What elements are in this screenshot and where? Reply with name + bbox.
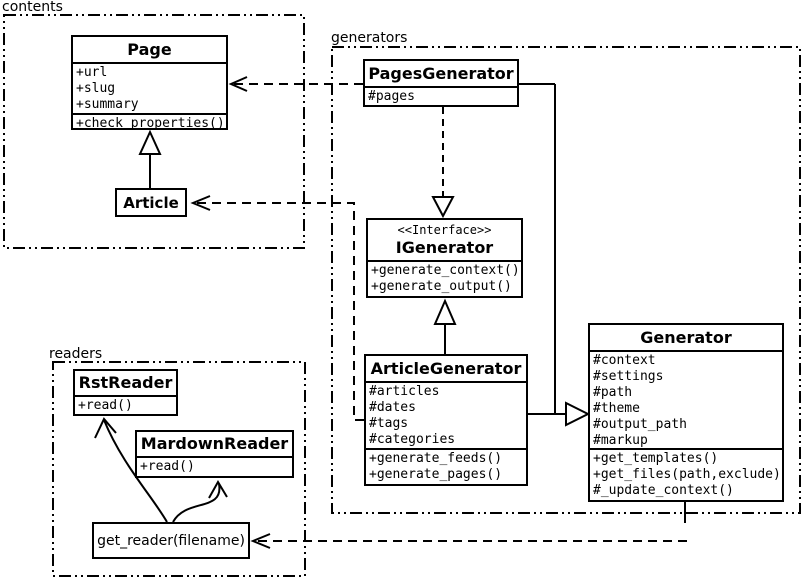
class-page-methods: +check_properties() xyxy=(73,113,226,128)
method: +read() xyxy=(140,459,195,474)
attribute: #pages xyxy=(368,89,415,104)
class-pagesgenerator: PagesGenerator #pages xyxy=(363,59,519,107)
attribute: #articles xyxy=(369,384,440,399)
generators-package-border xyxy=(331,46,801,514)
class-generator: Generator #context #settings #path #them… xyxy=(588,323,784,502)
class-page-attributes: +url +slug +summary xyxy=(73,62,226,113)
method: +read() xyxy=(78,398,133,413)
method: +generate_context() xyxy=(371,263,520,278)
get-reader-node: get_reader(filename) xyxy=(92,522,250,559)
class-rstreader-title: RstReader xyxy=(78,373,173,392)
class-page-title: Page xyxy=(127,39,172,59)
method: +get_files(path,exclude) xyxy=(593,467,781,482)
class-article-title: Article xyxy=(123,193,179,212)
class-mardownreader: MardownReader +read() xyxy=(135,430,294,478)
class-pagesgenerator-title: PagesGenerator xyxy=(368,63,514,83)
arrow-pagesgenerator-implements-igenerator xyxy=(431,107,455,219)
arrow-articlegenerator-uses-article xyxy=(190,195,364,421)
attribute: #output_path xyxy=(593,417,687,432)
method: +generate_pages() xyxy=(369,467,503,482)
arrow-generators-extend-generator xyxy=(519,83,591,427)
attribute: +url xyxy=(76,65,108,80)
class-rstreader: RstReader +read() xyxy=(73,369,178,416)
method: #_update_context() xyxy=(593,483,734,498)
class-article: Article xyxy=(115,188,187,217)
class-mardownreader-methods: +read() xyxy=(137,456,292,476)
attribute: +summary xyxy=(76,97,139,112)
readers-package-border xyxy=(52,361,306,577)
attribute: #markup xyxy=(593,433,648,448)
contents-package-label: contents xyxy=(2,0,63,15)
class-articlegenerator: ArticleGenerator #articles #dates #tags … xyxy=(364,354,528,486)
class-igenerator-stereotype: <<Interface>> xyxy=(397,223,492,237)
arrow-getreader-to-mardownreader xyxy=(172,480,228,523)
generators-package-label: generators xyxy=(331,30,408,46)
attribute: #context xyxy=(593,353,656,368)
attribute: #settings xyxy=(593,369,664,384)
class-articlegenerator-methods: +generate_feeds() +generate_pages() xyxy=(366,448,526,484)
readers-package-label: readers xyxy=(49,346,103,362)
method: +get_templates() xyxy=(593,451,719,466)
class-page: Page +url +slug +summary +check_properti… xyxy=(71,35,228,130)
class-articlegenerator-attributes: #articles #dates #tags #categories xyxy=(366,381,526,448)
method: +generate_output() xyxy=(371,279,512,294)
attribute: +slug xyxy=(76,81,116,96)
attribute: #path xyxy=(593,385,633,400)
arrow-articlegenerator-extends-igenerator xyxy=(433,298,457,354)
attribute: #categories xyxy=(369,432,456,447)
class-rstreader-methods: +read() xyxy=(75,395,176,414)
attribute: #dates xyxy=(369,400,416,415)
arrow-article-extends-page xyxy=(138,129,162,188)
arrow-pagesgenerator-uses-page xyxy=(228,76,363,92)
class-generator-methods: +get_templates() +get_files(path,exclude… xyxy=(590,448,782,500)
attribute: #tags xyxy=(369,416,409,431)
attribute: #theme xyxy=(593,401,640,416)
method: +check_properties() xyxy=(76,116,225,128)
class-igenerator-name: IGenerator xyxy=(395,238,494,257)
class-pagesgenerator-attributes: #pages xyxy=(365,86,517,105)
class-mardownreader-title: MardownReader xyxy=(140,434,289,453)
arrow-generator-uses-getreader xyxy=(250,502,687,549)
class-igenerator: <<Interface>> IGenerator +generate_conte… xyxy=(366,218,523,298)
class-igenerator-title: <<Interface>> IGenerator xyxy=(368,220,521,260)
class-articlegenerator-title: ArticleGenerator xyxy=(370,358,522,378)
contents-package-border xyxy=(3,14,305,249)
class-generator-title: Generator xyxy=(640,327,732,347)
class-igenerator-methods: +generate_context() +generate_output() xyxy=(368,260,521,296)
class-generator-attributes: #context #settings #path #theme #output_… xyxy=(590,350,782,448)
method: +generate_feeds() xyxy=(369,451,503,466)
